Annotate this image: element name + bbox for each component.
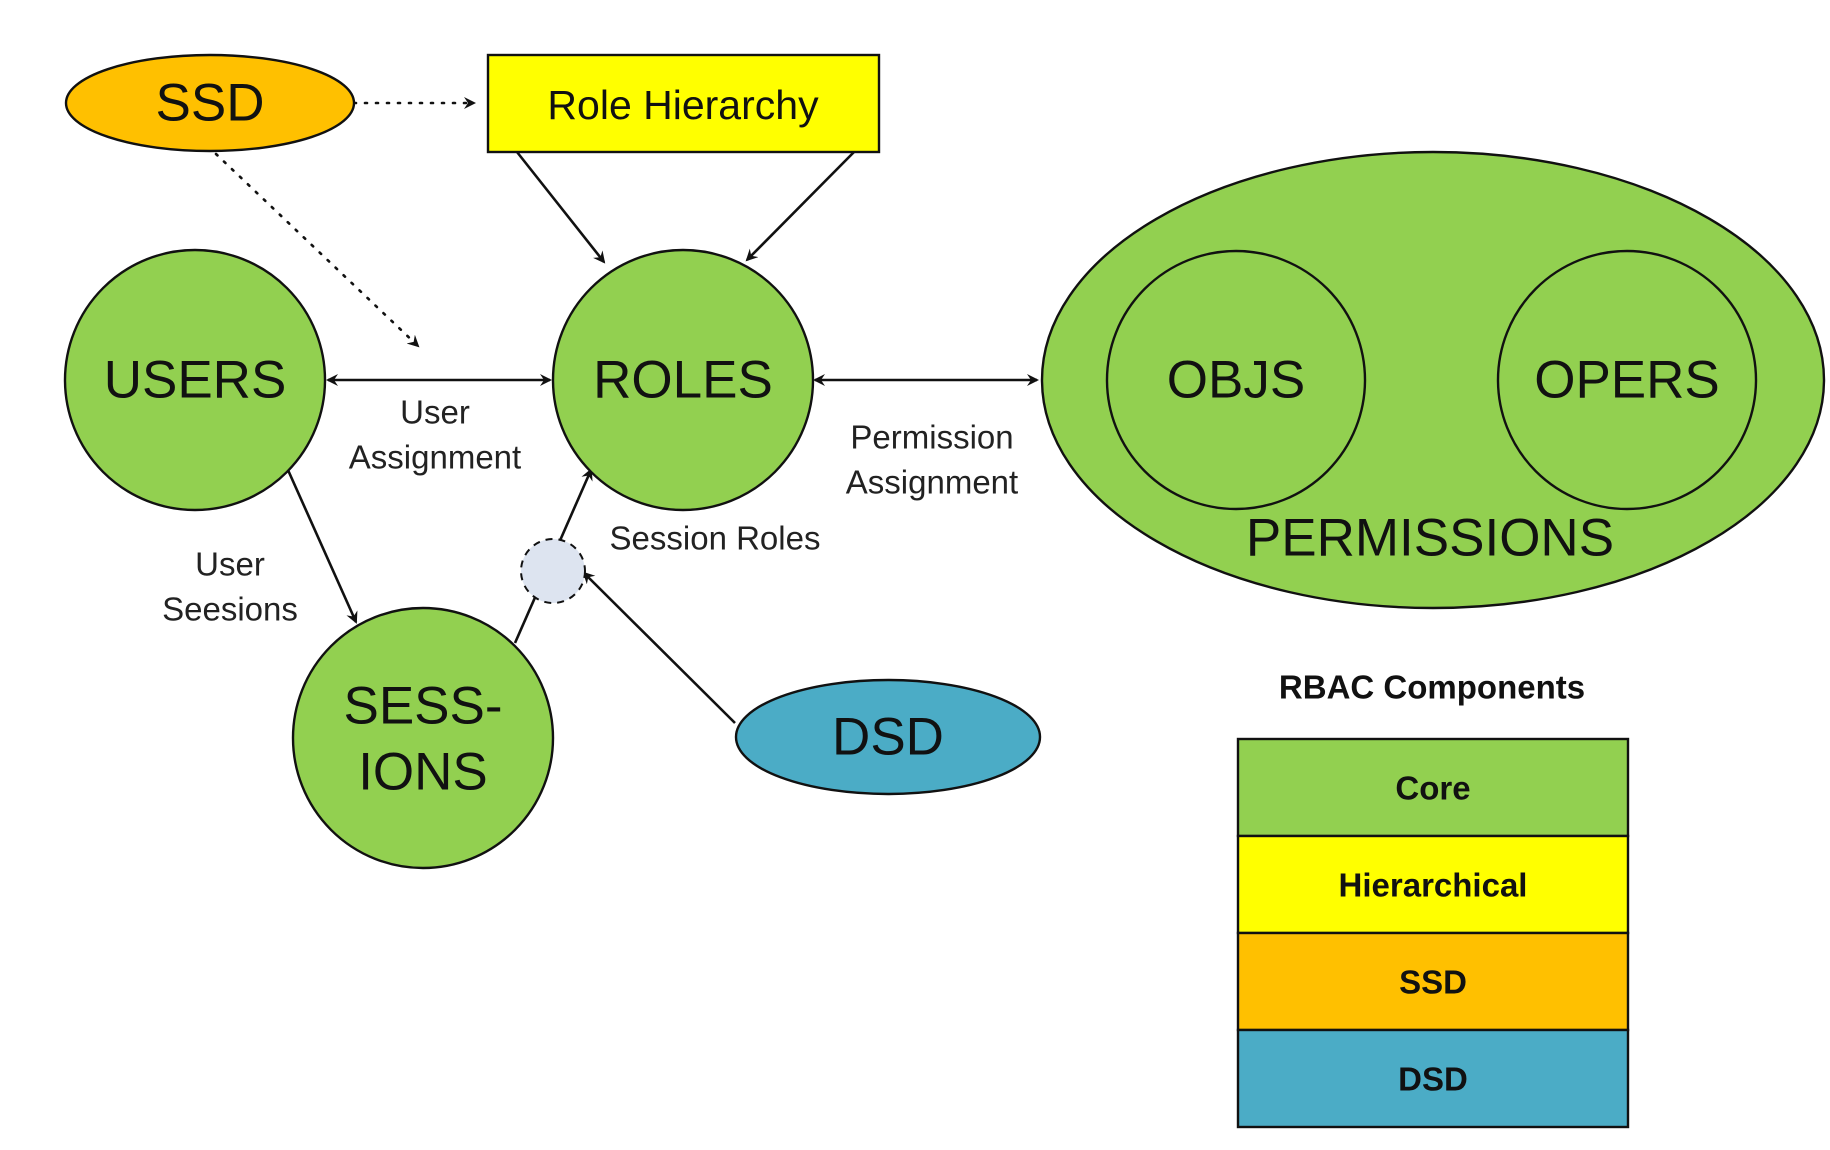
legend-swatch-hierarchical xyxy=(1236,834,1630,935)
legend-label-core: Core xyxy=(1395,770,1470,807)
dsd-label: DSD xyxy=(832,708,944,767)
objs-shape xyxy=(1105,249,1367,511)
legend-label-ssd: SSD xyxy=(1399,964,1467,1001)
legend-swatch-ssd xyxy=(1236,931,1630,1032)
ssd-node: SSD xyxy=(64,53,356,153)
objs-label: OBJS xyxy=(1167,351,1305,410)
legend-label-dsd: DSD xyxy=(1398,1061,1468,1098)
role-hierarchy-node: Role Hierarchy xyxy=(486,53,881,154)
roles-node: ROLES xyxy=(551,248,815,512)
legend-label-hierarchical: Hierarchical xyxy=(1339,867,1528,904)
ssd-to-user-assignment-edge xyxy=(214,152,420,348)
sessions-shape xyxy=(291,606,555,870)
users-label: USERS xyxy=(104,351,287,410)
role-hierarchy-label: Role Hierarchy xyxy=(547,82,819,128)
permission-assignment-label-line1: Permission xyxy=(850,419,1013,456)
users-node: USERS xyxy=(63,248,327,512)
ssd-shape xyxy=(64,53,356,153)
roles-label: ROLES xyxy=(593,351,773,410)
session-roles-label: Session Roles xyxy=(610,520,821,557)
dsd-to-session-roles-edge xyxy=(582,571,736,724)
legend-swatch-dsd xyxy=(1236,1028,1630,1129)
user-sessions-label-line2: Seesions xyxy=(162,591,298,628)
dsd-node: DSD xyxy=(734,678,1042,796)
legend-title: RBAC Components xyxy=(1279,669,1585,706)
ssd-label: SSD xyxy=(156,74,265,133)
user-assignment-label-line1: User xyxy=(400,394,470,431)
user-sessions-label-line1: User xyxy=(195,546,265,583)
sessions-label-line1: SESS- xyxy=(343,677,502,736)
legend-item-ssd: SSD xyxy=(1236,931,1630,1032)
legend-swatch-core xyxy=(1236,737,1630,838)
session-roles-marker xyxy=(520,538,586,604)
role-hierarchy-shape xyxy=(486,53,881,154)
objs-node: OBJS xyxy=(1105,249,1367,511)
roles-shape xyxy=(551,248,815,512)
legend: RBAC Components Core Hierarchical SSD DS… xyxy=(1236,669,1630,1129)
user-assignment-label-line2: Assignment xyxy=(349,439,521,476)
role-hierarchy-to-roles-edge-right xyxy=(745,151,855,262)
legend-item-hierarchical: Hierarchical xyxy=(1236,834,1630,935)
opers-node: OPERS xyxy=(1496,249,1758,511)
opers-label: OPERS xyxy=(1534,351,1720,410)
users-shape xyxy=(63,248,327,512)
legend-item-dsd: DSD xyxy=(1236,1028,1630,1129)
permission-assignment-label-line2: Assignment xyxy=(846,464,1018,501)
opers-shape xyxy=(1496,249,1758,511)
sessions-label-line2: IONS xyxy=(358,743,488,802)
legend-item-core: Core xyxy=(1236,737,1630,838)
permissions-label: PERMISSIONS xyxy=(1246,509,1614,568)
sessions-node: SESS- IONS xyxy=(291,606,555,870)
dsd-shape xyxy=(734,678,1042,796)
users-sessions-edge xyxy=(286,469,358,624)
role-hierarchy-to-roles-edge-left xyxy=(515,151,606,264)
